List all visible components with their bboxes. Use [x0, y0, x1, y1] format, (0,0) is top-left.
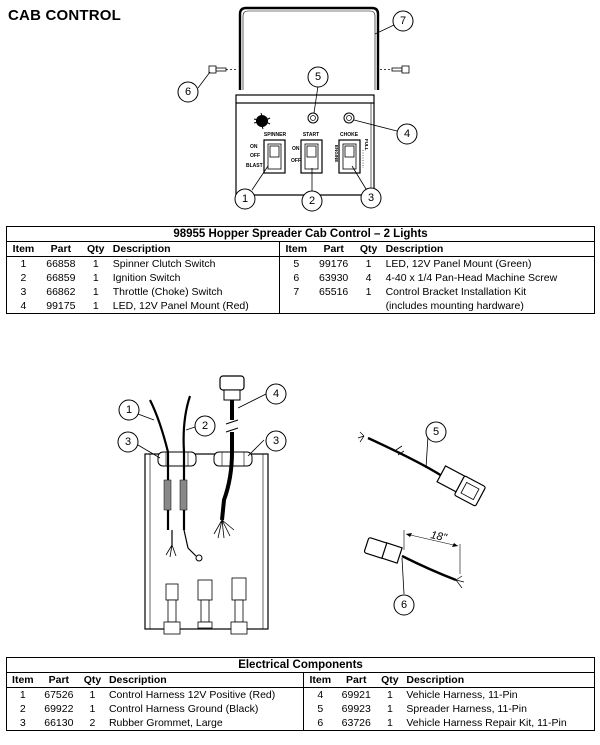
electrical-diagram: 18" 1 2 3 3 4 5 6: [117, 375, 486, 635]
callout-2: 2: [301, 190, 323, 212]
svg-text:1: 1: [242, 193, 248, 205]
col-item: Item: [303, 672, 337, 688]
svg-text:5: 5: [315, 71, 321, 83]
callout-4: 4: [396, 123, 418, 145]
col-qty: Qty: [81, 241, 110, 257]
svg-text:3: 3: [273, 435, 279, 447]
table-title: 98955 Hopper Spreader Cab Control – 2 Li…: [6, 226, 595, 241]
spreader-harness: [357, 431, 486, 507]
control-bracket: [238, 6, 380, 90]
callout-1: 1: [234, 188, 256, 210]
spinner-switch: [263, 139, 286, 174]
engine-label: ENGINE: [334, 145, 339, 162]
callout-3: 3: [360, 187, 382, 209]
callout-4: 4: [265, 383, 287, 405]
svg-text:2: 2: [202, 420, 208, 432]
svg-text:6: 6: [401, 599, 407, 611]
col-description: Description: [105, 672, 304, 688]
callout-3: 3: [117, 431, 139, 453]
col-item: Item: [278, 241, 313, 257]
harness-repair-kit: [363, 530, 465, 589]
col-qty: Qty: [354, 241, 383, 257]
callout-5: 5: [425, 421, 447, 443]
harness-length-label: 18": [429, 529, 448, 544]
callout-3b: 3: [265, 430, 287, 452]
choke-scale-label: FULL: [364, 139, 369, 151]
spinner-off-label: OFF: [250, 153, 260, 159]
switch-terminals: [163, 577, 248, 635]
page-title: CAB CONTROL: [8, 7, 122, 24]
callout-5: 5: [307, 66, 329, 88]
ignition-switch: [300, 139, 323, 174]
cab-control-diagram: SPINNER START CHOKE ON OFF BLAST ON OFF …: [177, 6, 418, 212]
svg-text:3: 3: [368, 192, 374, 204]
col-part: Part: [39, 241, 82, 257]
callout-6: 6: [177, 81, 199, 103]
col-part: Part: [336, 672, 377, 688]
screw-left: [208, 65, 238, 74]
col-item: Item: [5, 241, 40, 257]
col-description: Description: [382, 241, 595, 257]
control-harness-wires: [149, 395, 203, 562]
screw-right: [380, 65, 410, 74]
choke-switch: [338, 139, 361, 174]
svg-text:5: 5: [433, 426, 439, 438]
svg-text:4: 4: [273, 388, 279, 400]
col-description: Description: [109, 241, 280, 257]
spinner-blast-label: BLAST: [246, 163, 263, 169]
col-description: Description: [403, 672, 596, 688]
vehicle-harness-plug: [213, 375, 245, 539]
svg-text:7: 7: [400, 15, 406, 27]
start-on-label: ON: [292, 146, 300, 152]
parts-table-electrical: Electrical Components Item Part Qty Desc…: [5, 657, 596, 731]
col-qty: Qty: [376, 672, 404, 688]
col-part: Part: [312, 241, 355, 257]
svg-text:6: 6: [185, 86, 191, 98]
svg-text:4: 4: [404, 128, 410, 140]
start-off-label: OFF: [291, 158, 301, 164]
grommet-left: [157, 451, 197, 467]
svg-text:2: 2: [309, 195, 315, 207]
led-green-icon: [307, 112, 319, 124]
table-title: Electrical Components: [6, 657, 595, 672]
wire-sleeve: [163, 479, 188, 511]
start-label: START: [303, 132, 319, 138]
callout-6: 6: [393, 594, 415, 616]
callout-1: 1: [118, 399, 140, 421]
spinner-label: SPINNER: [264, 132, 287, 138]
col-item: Item: [5, 672, 39, 688]
col-part: Part: [38, 672, 79, 688]
parts-table-cab-control: 98955 Hopper Spreader Cab Control – 2 Li…: [5, 226, 595, 314]
led-red-icon: [343, 112, 355, 124]
callout-2: 2: [194, 415, 216, 437]
svg-text:1: 1: [126, 404, 132, 416]
spinner-on-label: ON: [250, 144, 258, 150]
callout-7: 7: [392, 10, 414, 32]
logo-icon: [253, 112, 271, 130]
col-qty: Qty: [79, 672, 106, 688]
choke-label: CHOKE: [340, 132, 359, 138]
svg-text:3: 3: [125, 436, 131, 448]
